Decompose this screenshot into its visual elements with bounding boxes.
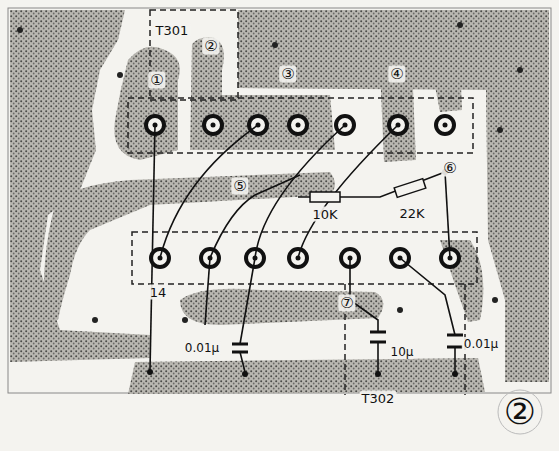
pin-pad <box>204 116 222 134</box>
wires <box>150 125 455 372</box>
value-label: 0.01μ <box>462 337 500 351</box>
part-name: T301 <box>154 23 191 38</box>
mount-hole <box>397 307 403 313</box>
value-label: 14 <box>148 285 169 300</box>
terminal-dots <box>147 169 458 377</box>
mount-hole <box>182 317 188 323</box>
pin-pad <box>289 116 307 134</box>
mount-hole <box>497 127 503 133</box>
mount-hole <box>92 317 98 323</box>
callout-number: ② <box>502 393 538 431</box>
mount-hole <box>17 27 23 33</box>
callout-number: ⑤ <box>231 178 248 195</box>
value-label: 10μ <box>389 345 416 359</box>
value-label: 0.01μ <box>183 341 221 355</box>
callout-number: ⑥ <box>441 160 458 177</box>
callout-number: ④ <box>388 66 405 83</box>
callout-number: ① <box>148 72 165 89</box>
pin-hole <box>296 123 301 128</box>
pin-pad <box>436 116 454 134</box>
mount-hole <box>272 42 278 48</box>
value-label: 10K <box>310 207 339 222</box>
mount-hole <box>492 297 498 303</box>
transformer-outlines <box>128 10 477 395</box>
mount-hole <box>457 22 463 28</box>
callout-number: ⑦ <box>338 295 355 312</box>
capacitor-symbols <box>232 332 463 352</box>
value-label: 22K <box>397 206 426 221</box>
pin-hole <box>211 123 216 128</box>
callout-number: ② <box>202 38 219 55</box>
callout-number: ③ <box>279 66 296 83</box>
part-name: T302 <box>360 391 397 406</box>
copper-areas <box>10 10 549 394</box>
figure-ring <box>498 390 542 434</box>
mount-hole <box>517 67 523 73</box>
resistor-symbols <box>310 179 426 202</box>
pads <box>17 22 523 323</box>
mount-hole <box>117 72 123 78</box>
pin-hole <box>443 123 448 128</box>
